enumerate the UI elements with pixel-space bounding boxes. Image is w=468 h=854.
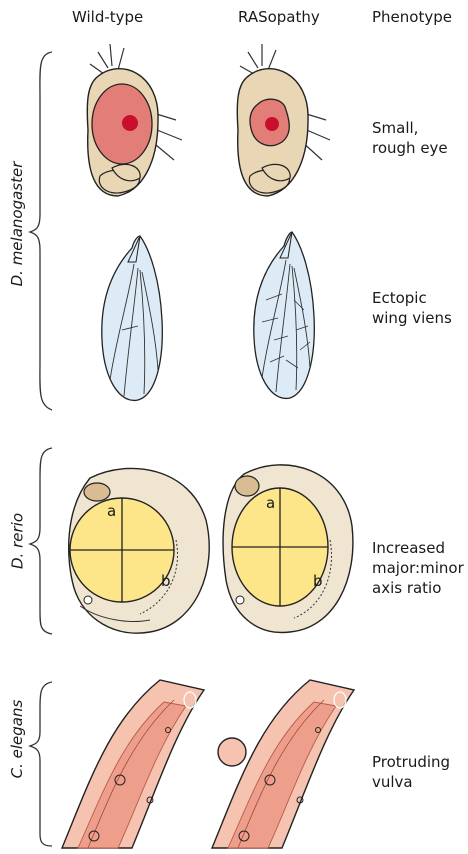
worm-wild-type bbox=[62, 680, 204, 848]
worm-rasopathy bbox=[212, 680, 354, 848]
zebrafish-embryo-rasopathy bbox=[223, 465, 353, 633]
zebrafish-embryo-wild-type bbox=[69, 468, 210, 633]
fly-eye-center-wild-type bbox=[122, 115, 138, 131]
axis-label-a-rasopathy: a bbox=[266, 494, 275, 512]
axis-label-b-wild-type: b bbox=[161, 572, 171, 590]
brace-drosophila bbox=[30, 52, 52, 410]
wing-wild-type bbox=[102, 236, 163, 400]
brace-celegans bbox=[30, 682, 52, 846]
fly-eye-center-rasopathy bbox=[265, 117, 279, 131]
fly-head-rasopathy bbox=[237, 44, 330, 196]
wing-rasopathy bbox=[254, 232, 315, 398]
fly-head-wild-type bbox=[87, 44, 182, 196]
protruding-vulva bbox=[218, 738, 246, 766]
brace-zebrafish bbox=[30, 448, 52, 634]
axis-label-a-wild-type: a bbox=[107, 502, 116, 520]
axis-label-b-rasopathy: b bbox=[313, 572, 323, 590]
